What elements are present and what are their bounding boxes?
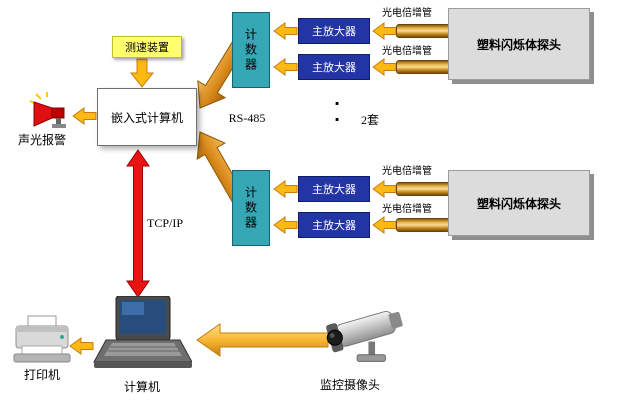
amplifier-box-3: 主放大器 bbox=[298, 176, 370, 202]
camera-lens-glint bbox=[329, 333, 335, 338]
camera-body bbox=[335, 310, 396, 347]
amp1-to-counter1-arrow bbox=[273, 22, 298, 40]
pmt-tube-3 bbox=[396, 182, 450, 196]
pmt-tube-2 bbox=[396, 60, 450, 74]
pmt-tube-4 bbox=[396, 218, 450, 232]
amp4-to-counter2-arrow bbox=[273, 216, 298, 234]
amplifier-box-4: 主放大器 bbox=[298, 212, 370, 238]
alarm-horn-icon bbox=[29, 92, 66, 128]
tcpip-label: TCP/IP bbox=[147, 216, 184, 230]
amplifier-box-2: 主放大器 bbox=[298, 54, 370, 80]
pmt2-to-amp2-arrow bbox=[372, 58, 397, 76]
camera-back bbox=[388, 311, 403, 329]
pmt-label-3: 光电倍增管 bbox=[382, 166, 432, 177]
rs485-label: RS-485 bbox=[221, 110, 273, 127]
pmt3-to-amp3-arrow bbox=[372, 180, 397, 198]
counter-box-2: 计数器 bbox=[232, 170, 270, 246]
alarm-sparks bbox=[29, 92, 48, 105]
camera-label: 监控摄像头 bbox=[319, 378, 380, 392]
sets-count-label: 2套 bbox=[360, 113, 379, 127]
alarm-base bbox=[52, 124, 66, 128]
amplifier-box-1: 主放大器 bbox=[298, 18, 370, 44]
camera-body-group bbox=[326, 310, 403, 353]
printer-tray bbox=[13, 353, 71, 363]
pmt1-to-amp1-arrow bbox=[372, 22, 397, 40]
alarm-horn-body bbox=[51, 107, 65, 119]
alarm-label: 声光报警 bbox=[17, 133, 66, 147]
embedded-computer-box: 嵌入式计算机 bbox=[97, 88, 197, 146]
probe-box-1: 塑料闪烁体探头 bbox=[448, 8, 590, 80]
amp3-to-counter2-arrow bbox=[273, 180, 298, 198]
laptop-to-printer-arrow bbox=[69, 337, 94, 355]
cctv-camera-icon bbox=[326, 310, 403, 362]
laptop-screen-highlight bbox=[122, 302, 144, 315]
speed-device-box: 测速装置 bbox=[112, 36, 182, 58]
laptop-keyboard bbox=[104, 343, 182, 356]
computer-label: 计算机 bbox=[123, 380, 160, 394]
pmt-tube-1 bbox=[396, 24, 450, 38]
printer-label: 打印机 bbox=[23, 368, 60, 382]
ellipsis-dots: · · bbox=[333, 94, 341, 129]
alarm-horn-bell bbox=[33, 101, 53, 127]
pmt4-to-amp4-arrow bbox=[372, 216, 397, 234]
camera-to-laptop-arrow bbox=[196, 323, 329, 357]
pmt-label-4: 光电倍增管 bbox=[382, 204, 432, 215]
pmt-label-2: 光电倍增管 bbox=[382, 46, 432, 57]
printer-top bbox=[16, 326, 68, 332]
camera-post bbox=[368, 341, 376, 355]
laptop-icon bbox=[93, 296, 192, 368]
tcpip-arrow bbox=[126, 149, 150, 298]
camera-base bbox=[356, 354, 386, 362]
alarm-stand bbox=[56, 118, 61, 125]
probe-box-2: 塑料闪烁体探头 bbox=[448, 170, 590, 236]
pmt-label-1: 光电倍增管 bbox=[382, 8, 432, 19]
speed-device-arrow bbox=[129, 58, 155, 88]
laptop-front-edge bbox=[94, 362, 192, 368]
printer-icon bbox=[13, 315, 71, 363]
amp2-to-counter1-arrow bbox=[273, 58, 298, 76]
printer-status-light bbox=[60, 335, 64, 339]
counter-box-1: 计数器 bbox=[232, 12, 270, 88]
